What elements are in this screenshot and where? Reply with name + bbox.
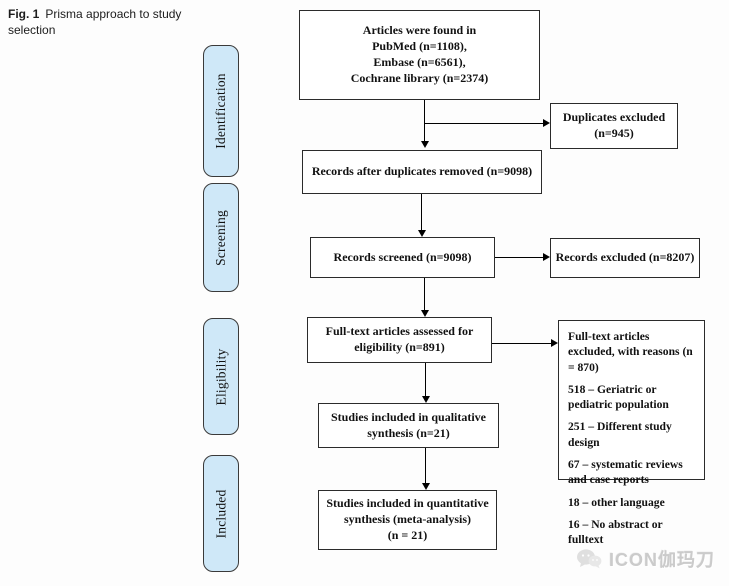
box-articles-found-line1: Articles were found in [362, 23, 477, 38]
box-duplicates-excluded-line2: (n=945) [594, 126, 634, 140]
fulltext-excluded-reason-1: 518 – Geriatric or pediatric population [568, 382, 669, 412]
box-articles-found-line4: Cochrane library (n=2374) [350, 70, 489, 85]
box-fulltext-assessed-line1: Full-text articles assessed for [325, 324, 474, 339]
box-records-excluded-line1: Records excluded (n=8207) [555, 250, 695, 265]
box-articles-found: Articles were found in PubMed (n=1108), … [299, 10, 540, 100]
arrow-after-duplicates-to-screened [418, 194, 427, 237]
box-quantitative-line1: Studies included in quantitative [326, 496, 489, 511]
arrow-fulltext-to-qualitative [422, 363, 431, 403]
arrow-screened-to-excluded [495, 253, 550, 262]
fulltext-excluded-reason-2: 251 – Different study design [568, 420, 672, 449]
figure-caption-label: Fig. 1 [8, 7, 40, 21]
arrow-qualitative-to-quantitative [422, 448, 431, 490]
watermark: ICON伽玛刀 [576, 546, 715, 572]
box-qualitative-line1: Studies included in qualitative [330, 409, 487, 424]
stage-screening-label: Screening [213, 209, 228, 266]
box-articles-found-line2: PubMed (n=1108), [372, 39, 467, 54]
box-records-excluded: Records excluded (n=8207) [550, 238, 700, 278]
stage-included-label: Included [213, 489, 228, 538]
stage-identification-label: Identification [213, 73, 228, 149]
figure-caption-text: Prisma approach to study selection [8, 7, 182, 37]
box-quantitative-line2: synthesis (meta-analysis) [343, 512, 471, 527]
stage-eligibility-label: Eligibility [213, 348, 229, 405]
wechat-icon [576, 548, 602, 570]
fulltext-excluded-reason-5: 16 – No abstract or fulltext [568, 517, 663, 547]
fulltext-excluded-reason-3: 67 – systematic reviews and case reports [568, 458, 683, 487]
arrow-fulltext-to-excluded-reasons [492, 339, 558, 348]
arrow-screened-to-fulltext [421, 278, 430, 317]
box-articles-found-line3: Embase (n=6561), [373, 55, 466, 69]
box-records-after-duplicates: Records after duplicates removed (n=9098… [302, 150, 542, 194]
box-records-after-duplicates-line1: Records after duplicates removed (n=9098… [311, 164, 533, 179]
stage-included: Included [203, 455, 239, 572]
box-records-screened: Records screened (n=9098) [310, 237, 495, 278]
box-fulltext-assessed: Full-text articles assessed for eligibil… [307, 317, 492, 363]
box-records-screened-line1: Records screened (n=9098) [333, 249, 472, 264]
stage-identification: Identification [203, 45, 239, 177]
stage-screening: Screening [203, 183, 239, 292]
box-qualitative-line2: synthesis (n=21) [367, 425, 450, 440]
stage-eligibility: Eligibility [203, 318, 239, 435]
fulltext-excluded-header: Full-text articles excluded, with reason… [568, 330, 693, 374]
arrow-found-to-after-duplicates [421, 100, 430, 148]
watermark-text: ICON伽玛刀 [609, 550, 715, 570]
box-fulltext-assessed-line2: eligibility (n=891) [354, 340, 445, 354]
box-duplicates-excluded-line1: Duplicates excluded [562, 110, 666, 125]
fulltext-excluded-reason-4: 18 – other language [568, 495, 665, 509]
box-quantitative-line3: (n = 21) [387, 527, 428, 542]
box-qualitative-synthesis: Studies included in qualitative synthesi… [318, 403, 499, 448]
arrow-branch-to-duplicates-excluded [425, 119, 550, 128]
box-fulltext-excluded: Full-text articles excluded, with reason… [558, 320, 705, 546]
box-duplicates-excluded: Duplicates excluded (n=945) [550, 103, 678, 149]
box-quantitative-synthesis: Studies included in quantitative synthes… [318, 490, 497, 550]
